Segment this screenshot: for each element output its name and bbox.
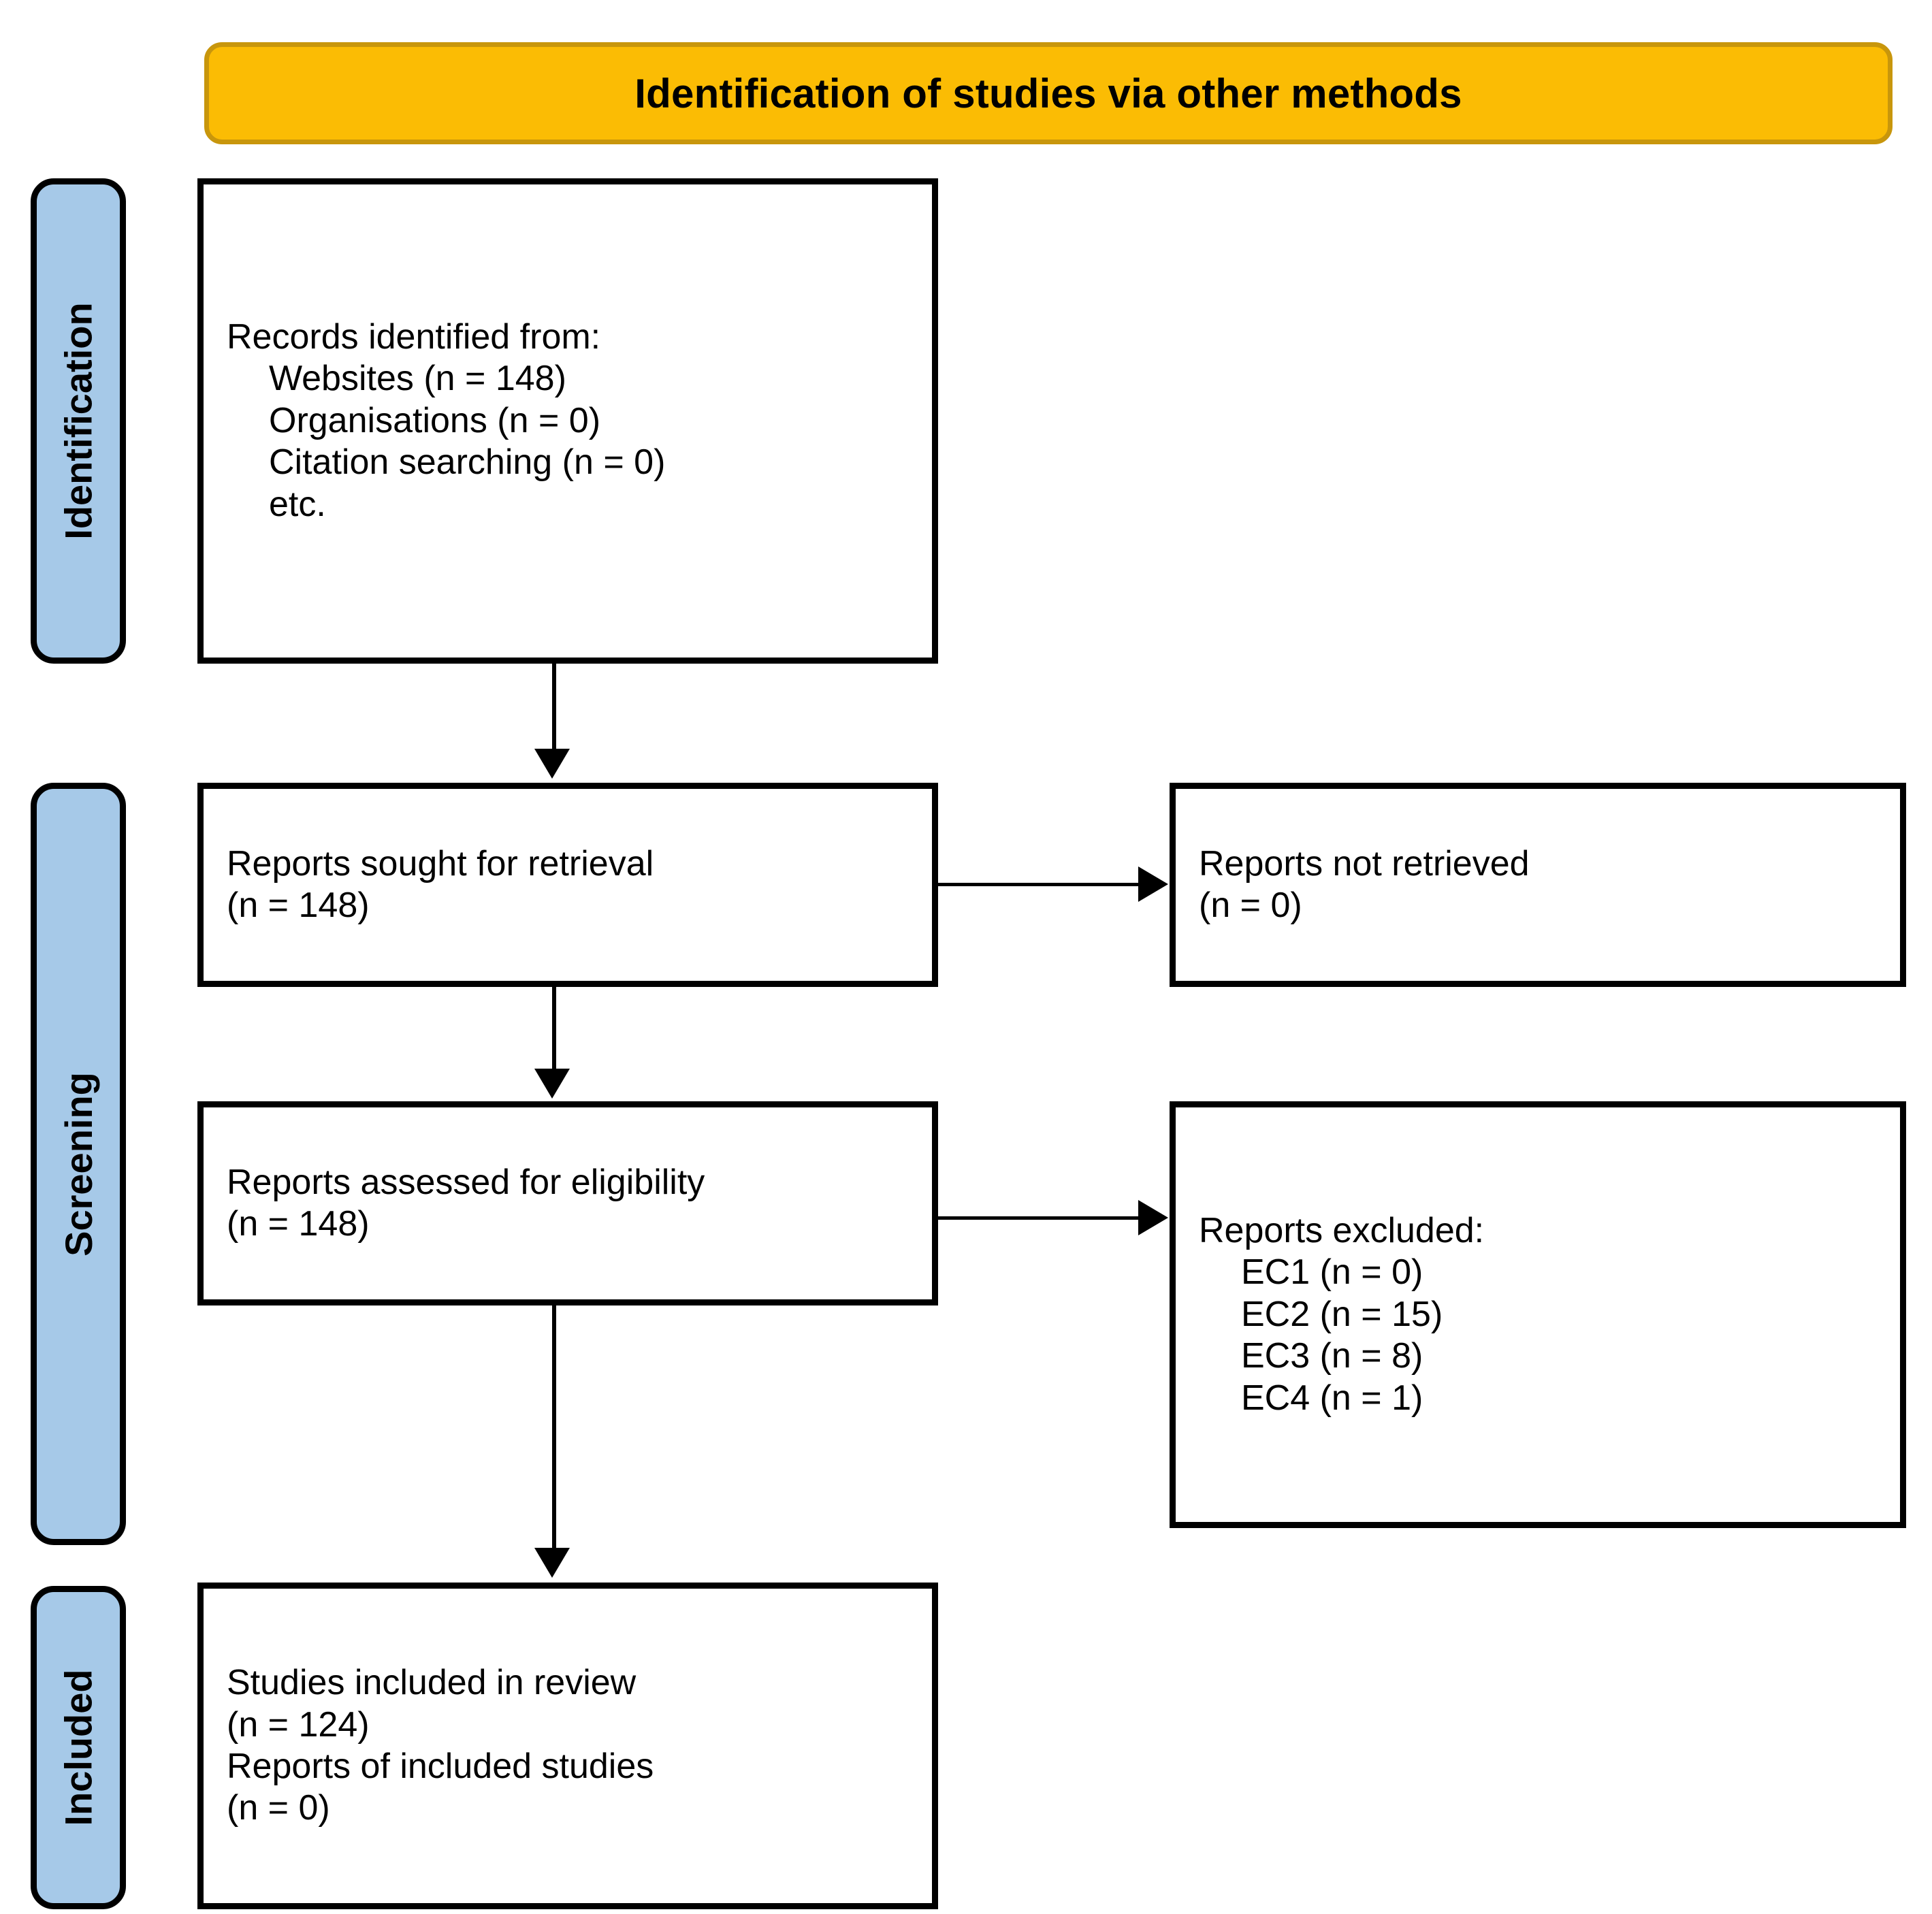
- reports-of-included-studies-label: Reports of included studies: [227, 1747, 654, 1786]
- records-identified-heading: Records identified from:: [227, 317, 601, 357]
- header-banner: Identification of studies via other meth…: [204, 42, 1893, 144]
- reports-excluded-heading: Reports excluded:: [1199, 1211, 1485, 1251]
- reports-not-retrieved-label: Reports not retrieved: [1199, 843, 1530, 883]
- phase-label-identification-text: Identification: [57, 302, 100, 540]
- reports-of-included-studies-count: (n = 0): [227, 1788, 330, 1828]
- reports-excluded-item-ec3: EC3 (n = 8): [1241, 1336, 1423, 1376]
- arrow-sought-to-not-retrieved-line: [938, 883, 1142, 886]
- box-reports-not-retrieved: Reports not retrieved (n = 0): [1170, 783, 1906, 987]
- records-identified-item-citation-searching: Citation searching (n = 0): [269, 442, 666, 483]
- records-identified-item-websites: Websites (n = 148): [269, 359, 566, 399]
- reports-assessed-count: (n = 148): [227, 1204, 370, 1244]
- reports-excluded-item-ec4: EC4 (n = 1): [1241, 1378, 1423, 1418]
- phase-label-identification: Identification: [31, 178, 126, 664]
- phase-label-included: Included: [31, 1586, 126, 1909]
- reports-not-retrieved-count: (n = 0): [1199, 886, 1302, 925]
- reports-assessed-label: Reports assessed for eligibility: [227, 1162, 705, 1202]
- box-studies-included-in-review: Studies included in review (n = 124) Rep…: [197, 1583, 938, 1909]
- reports-excluded-item-ec2: EC2 (n = 15): [1241, 1294, 1443, 1334]
- studies-included-label: Studies included in review: [227, 1663, 637, 1703]
- arrow-sought-to-eligibility-head-icon: [534, 1069, 570, 1099]
- records-identified-item-organisations: Organisations (n = 0): [269, 400, 601, 440]
- header-banner-title: Identification of studies via other meth…: [634, 70, 1462, 116]
- arrow-records-to-sought-head-icon: [534, 749, 570, 779]
- arrow-eligibility-to-excluded-line: [938, 1216, 1142, 1220]
- phase-label-included-text: Included: [57, 1669, 100, 1826]
- box-records-identified: Records identified from: Websites (n = 1…: [197, 178, 938, 664]
- arrow-eligibility-to-excluded-head-icon: [1138, 1200, 1168, 1235]
- arrow-eligibility-to-included-line: [552, 1305, 556, 1549]
- box-reports-excluded: Reports excluded: EC1 (n = 0) EC2 (n = 1…: [1170, 1101, 1906, 1528]
- studies-included-count: (n = 124): [227, 1704, 370, 1745]
- box-reports-sought-for-retrieval: Reports sought for retrieval (n = 148): [197, 783, 938, 987]
- reports-sought-label: Reports sought for retrieval: [227, 843, 654, 883]
- records-identified-item-etc: etc.: [269, 484, 326, 524]
- reports-sought-count: (n = 148): [227, 886, 370, 925]
- phase-label-screening-text: Screening: [57, 1071, 100, 1256]
- phase-label-screening: Screening: [31, 783, 126, 1545]
- arrow-sought-to-not-retrieved-head-icon: [1138, 866, 1168, 902]
- box-reports-assessed-for-eligibility: Reports assessed for eligibility (n = 14…: [197, 1101, 938, 1305]
- arrow-eligibility-to-included-head-icon: [534, 1548, 570, 1578]
- reports-excluded-item-ec1: EC1 (n = 0): [1241, 1252, 1423, 1293]
- arrow-sought-to-eligibility-line: [552, 987, 556, 1071]
- arrow-records-to-sought-line: [552, 664, 556, 752]
